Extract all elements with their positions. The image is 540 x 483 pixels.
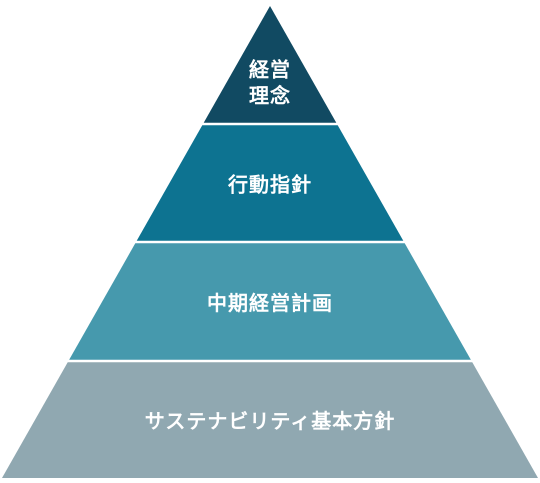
tier-label-management-philosophy-line-1: 経営: [249, 58, 291, 82]
tier-label-management-philosophy-line-2: 理念: [249, 84, 291, 108]
tier-medium-term-plan: [69, 243, 471, 360]
tier-sustainability-policy: [2, 362, 538, 478]
tier-label-medium-term-plan: 中期経営計画: [207, 291, 333, 315]
tier-label-sustainability-policy: サステナビリティ基本方針: [145, 409, 395, 433]
tier-management-philosophy: [203, 6, 337, 123]
pyramid-tiers: [2, 6, 538, 478]
tier-label-code-of-conduct: 行動指針: [227, 173, 312, 197]
tier-code-of-conduct: [136, 125, 404, 241]
